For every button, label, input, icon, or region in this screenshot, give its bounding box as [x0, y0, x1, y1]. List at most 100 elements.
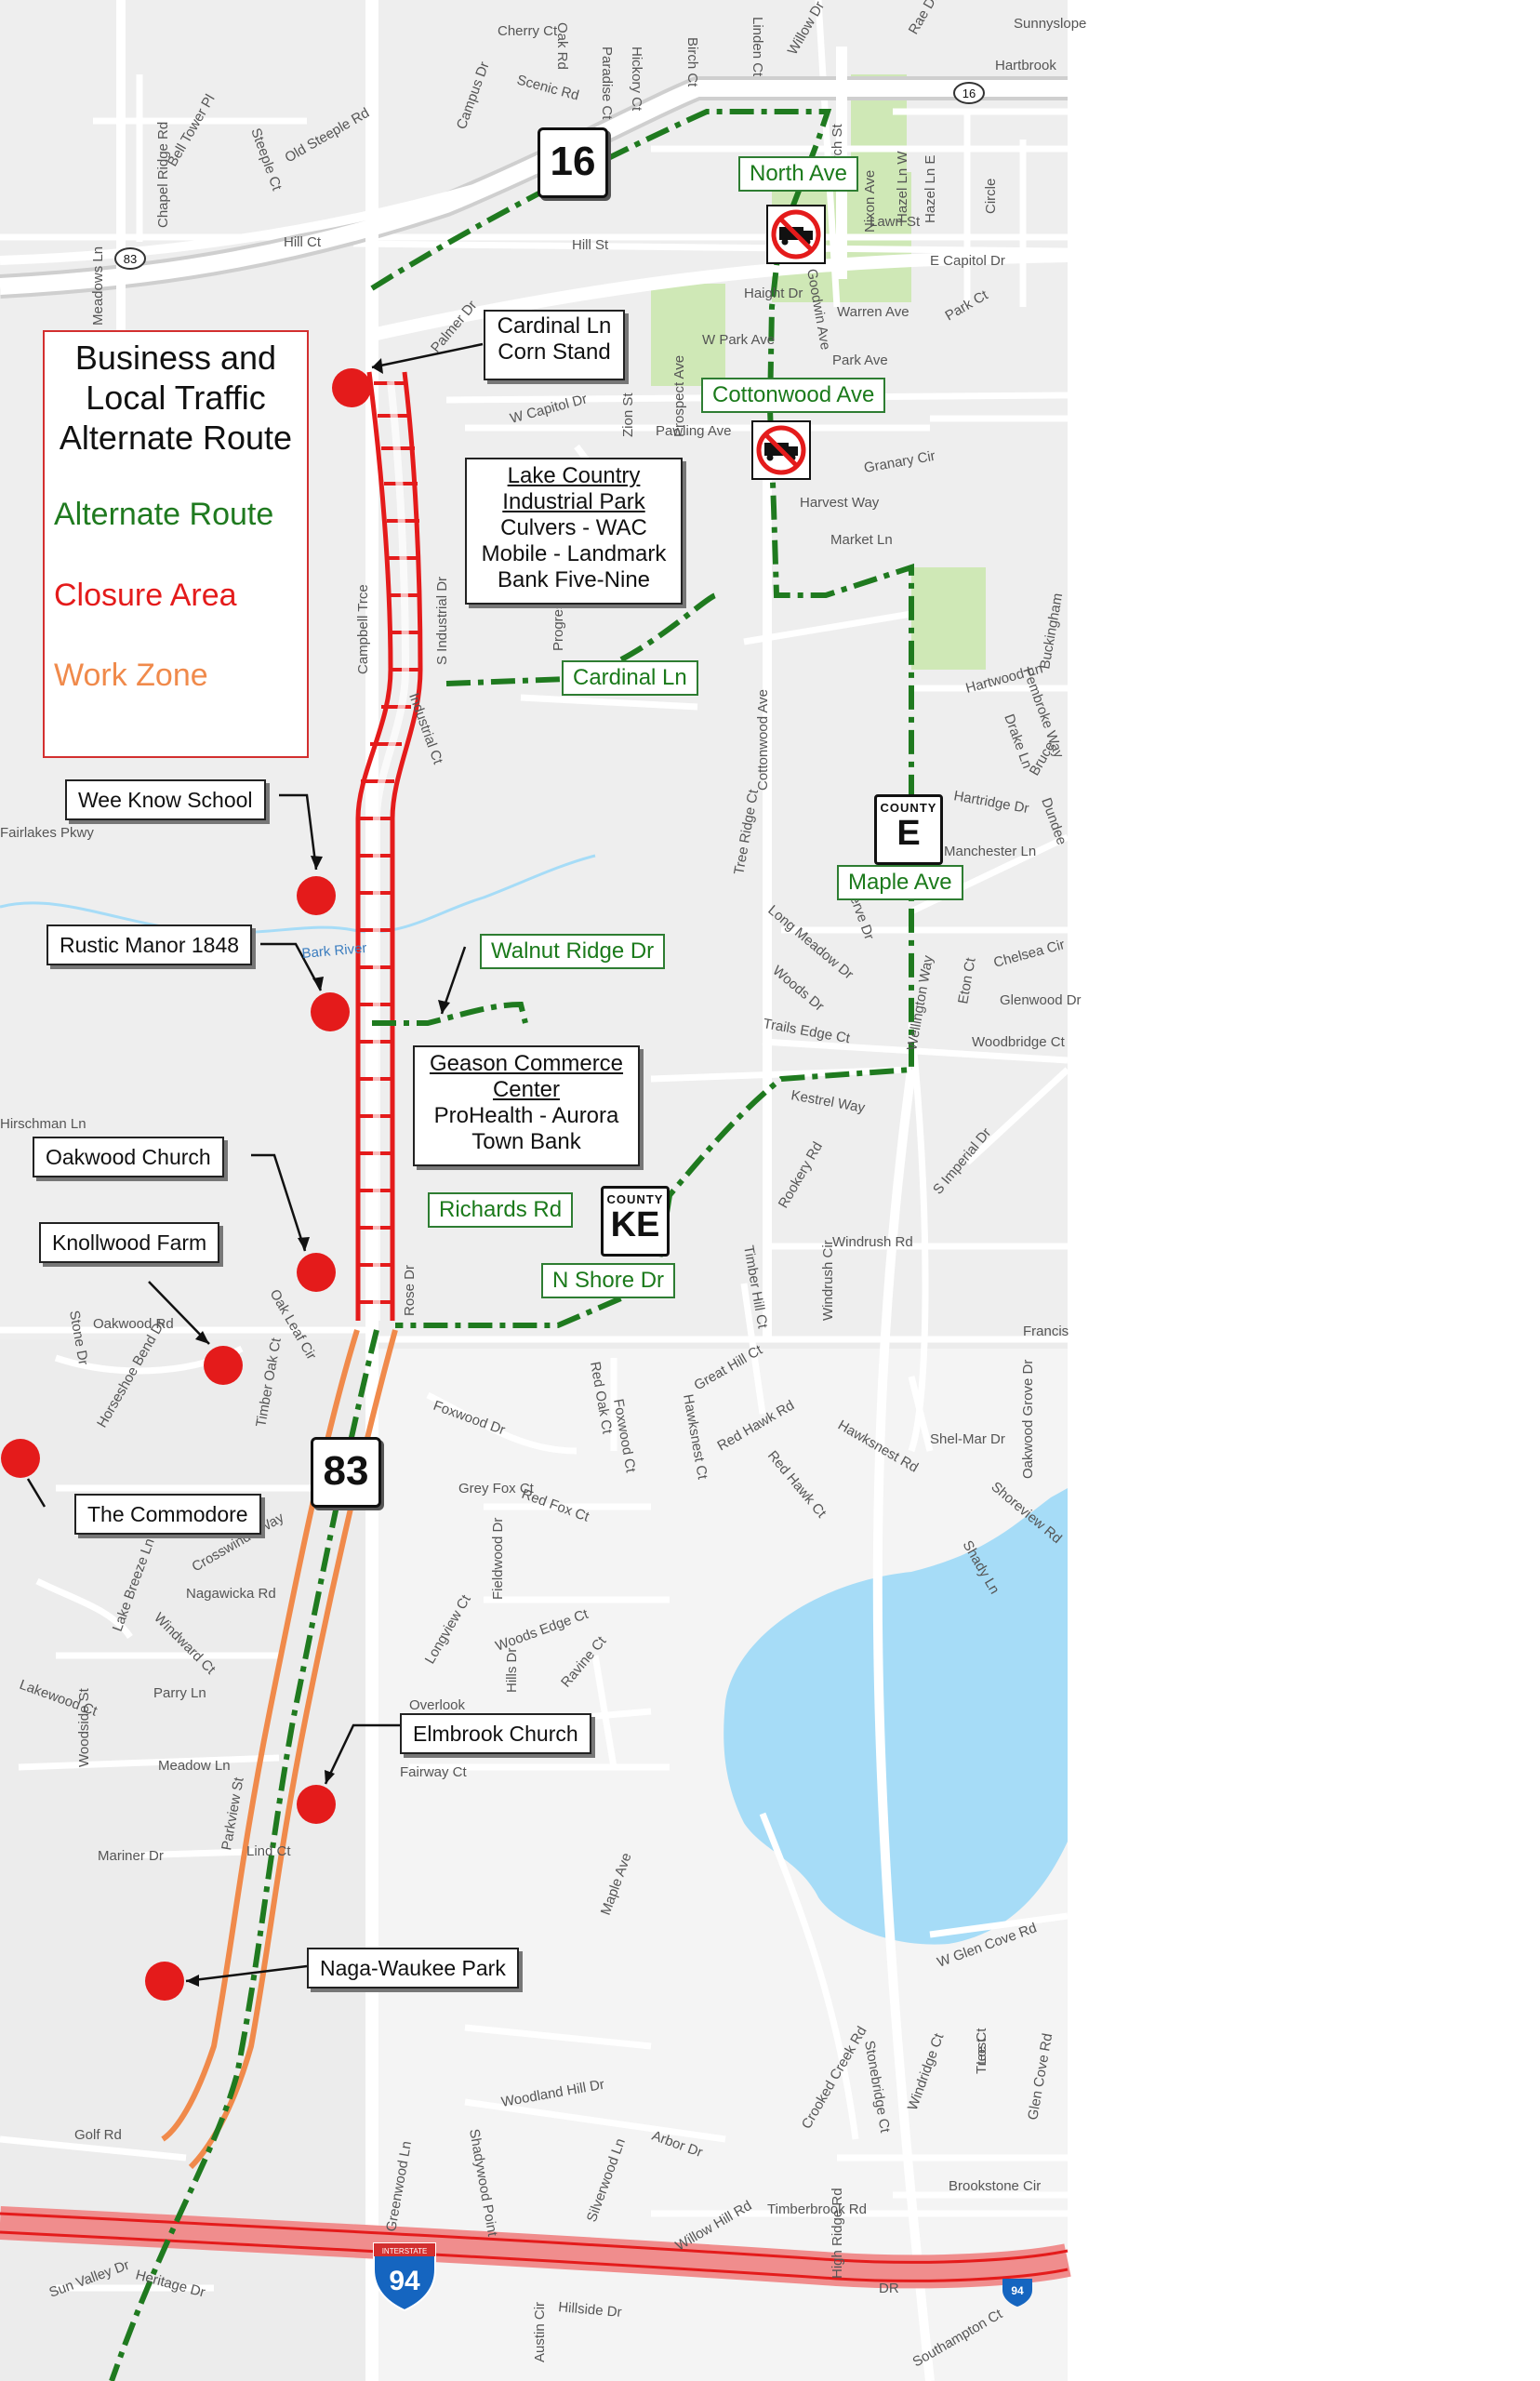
legend-closure-area: Closure Area — [54, 578, 237, 613]
hwy16-small: 16 — [962, 86, 976, 100]
street-label: Warren Ave — [837, 304, 909, 320]
hwy83-small: 83 — [124, 252, 137, 266]
location-dots — [1, 368, 371, 2001]
legend-title: Business and Local Traffic Alternate Rou… — [59, 339, 293, 457]
street-label: Hartbrook — [995, 58, 1056, 73]
route-label-richards-rd: Richards Rd — [428, 1192, 574, 1228]
street-label: Tree Ct — [974, 2028, 989, 2074]
route-label-cardinal-ln: Cardinal Ln — [562, 660, 698, 696]
street-label: Hill Ct — [284, 234, 322, 250]
label-oakwood-church: Oakwood Church — [33, 1137, 224, 1177]
street-label: Hills Dr — [504, 1648, 520, 1693]
street-label: Lawn St — [870, 214, 921, 230]
street-label: Prospect Ave — [671, 355, 687, 437]
hwy-16-shield: 16 — [538, 127, 608, 198]
lake — [724, 1488, 1068, 1945]
route-label-walnut-ridge-dr: Walnut Ridge Dr — [480, 934, 666, 969]
street-label: Hazel Ln E — [923, 155, 938, 223]
street-label: Chapel Ridge Rd — [155, 122, 171, 228]
street-label: Linden Ct — [750, 17, 765, 77]
street-label: Nagawicka Rd — [186, 1586, 276, 1602]
route-label-north-ave: North Ave — [738, 156, 858, 192]
street-label: Parry Ln — [153, 1685, 206, 1701]
street-label: Oakwood Grove Dr — [1020, 1360, 1036, 1479]
route-label-n-shore-dr: N Shore Dr — [541, 1263, 676, 1298]
street-label: Glenwood Dr — [1000, 992, 1082, 1008]
street-label: Hill St — [572, 237, 609, 253]
street-label: Bark River — [301, 940, 367, 962]
street-label: Park Ave — [832, 352, 888, 368]
callout-cardinal-corn: Cardinal Ln Corn Stand — [484, 310, 625, 380]
route-label-cottonwood-ave: Cottonwood Ave — [701, 378, 886, 413]
street-label: Hillside Dr — [558, 2299, 623, 2321]
street-label: Circle — [983, 179, 999, 214]
street-label: Golf Rd — [74, 2127, 122, 2143]
street-label: Woodbridge Ct — [972, 1034, 1066, 1050]
street-label: Overlook — [409, 1697, 466, 1713]
legend-alternate-route: Alternate Route — [54, 497, 274, 532]
label-wee-know-school: Wee Know School — [65, 779, 266, 820]
street-label: Oakwood Rd — [93, 1316, 174, 1332]
county-ke-shield: COUNTY KE — [601, 1186, 670, 1257]
street-label: Sunnyslope — [1014, 16, 1086, 32]
street-label: S Industrial Dr — [434, 577, 450, 665]
label-the-commodore: The Commodore — [74, 1494, 261, 1535]
street-label: Pawling Ave — [656, 423, 731, 439]
label-elmbrook-church: Elmbrook Church — [400, 1713, 591, 1754]
no-truck-icon — [751, 420, 811, 480]
callout-geason: Geason Commerce Center ProHealth - Auror… — [413, 1045, 640, 1166]
label-naga-waukee-park: Naga-Waukee Park — [307, 1948, 519, 1989]
legend-work-zone: Work Zone — [54, 658, 208, 693]
street-label: Windrush Rd — [832, 1234, 913, 1250]
street-label: Campbell Trce — [355, 584, 371, 674]
interstate-label: INTERSTATE — [382, 2247, 428, 2255]
street-label: Paradise Ct — [599, 47, 615, 120]
callout-lake-country: Lake Country Industrial Park Culvers - W… — [465, 458, 683, 605]
street-label: Meadows Ln — [90, 246, 106, 326]
street-label: Harvest Way — [800, 495, 880, 511]
street-label: DR — [879, 2281, 899, 2296]
street-label: Mariner Dr — [98, 1848, 164, 1864]
street-label: Manchester Ln — [944, 844, 1036, 859]
street-label: Timberbrook Rd — [767, 2201, 867, 2217]
street-label: Fairlakes Pkwy — [0, 825, 94, 841]
street-label: Zion St — [620, 392, 636, 437]
street-label: E Capitol Dr — [930, 253, 1005, 269]
street-label: Brookstone Cir — [949, 2178, 1041, 2194]
street-label: Hazel Ln W — [895, 151, 910, 223]
street-label: Nixon Ave — [862, 170, 878, 233]
street-label: Shel-Mar Dr — [930, 1431, 1005, 1447]
no-truck-icon — [766, 205, 826, 264]
street-label: W Park Ave — [702, 332, 775, 348]
street-label: Fieldwood Dr — [490, 1518, 506, 1600]
interstate-94-shield: INTERSTATE 94 94 — [373, 2242, 1032, 2312]
label-rustic-manor: Rustic Manor 1848 — [46, 924, 253, 965]
street-label: Grey Fox Ct — [458, 1481, 535, 1496]
interstate-number-small: 94 — [1011, 2284, 1024, 2297]
street-label: High Ridge Rd — [830, 2188, 845, 2279]
street-label: Meadow Ln — [158, 1758, 231, 1774]
street-label: Windrush Cir — [820, 1240, 836, 1321]
street-label: Progress — [551, 595, 566, 651]
interstate-94 — [0, 2206, 1071, 2289]
street-label: Rose Dr — [402, 1265, 418, 1316]
street-label: Oak Rd — [554, 22, 570, 70]
street-label: Market Ln — [830, 532, 893, 548]
street-label: Austin Cir — [532, 2302, 548, 2362]
street-label: Lind Ct — [246, 1843, 291, 1859]
street-label: Woodside St — [76, 1687, 92, 1767]
county-e-shield: COUNTY E — [874, 794, 943, 865]
label-knollwood-farm: Knollwood Farm — [39, 1222, 220, 1263]
street-label: Haight Dr — [744, 286, 803, 301]
route-label-maple-ave: Maple Ave — [837, 865, 963, 900]
interstate-number: 94 — [389, 2266, 420, 2296]
street-label: Francis — [1023, 1324, 1069, 1339]
street-label: Birch Ct — [684, 37, 700, 87]
street-label: Hirschman Ln — [0, 1116, 86, 1132]
hwy-83-shield: 83 — [311, 1437, 381, 1508]
street-label: Hickory Ct — [629, 47, 644, 112]
street-label: Lost — [974, 2038, 989, 2065]
legend: Business and Local Traffic Alternate Rou… — [43, 330, 309, 758]
street-label: Fairway Ct — [400, 1764, 468, 1780]
